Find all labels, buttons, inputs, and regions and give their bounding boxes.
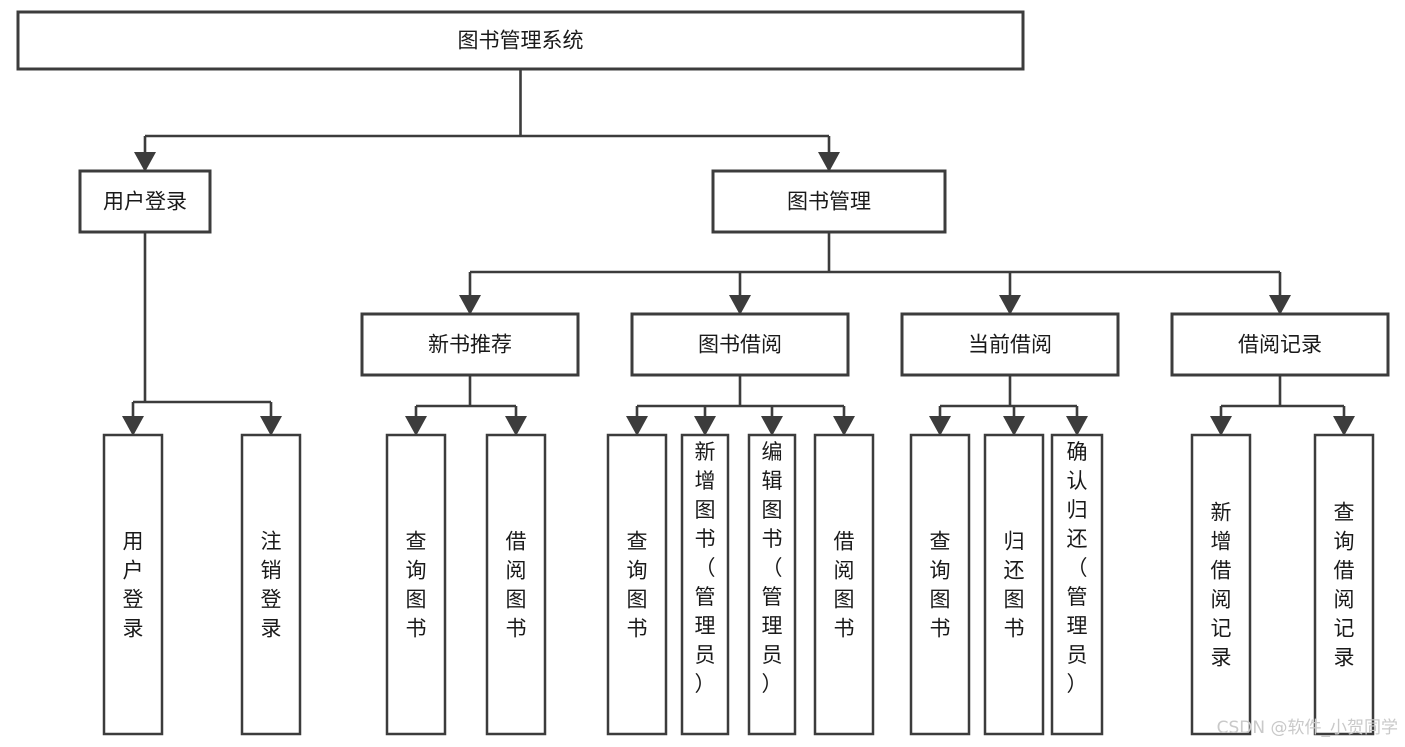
arrow-head-leaf-add-book-admin <box>694 416 716 436</box>
node-current-borrow[interactable]: 当前借阅 <box>900 312 1120 377</box>
csdn-watermark: CSDN @软件_小贺同学 <box>1217 718 1398 738</box>
node-box-leaf-borrow-book-1 <box>485 433 547 736</box>
node-label-book-borrow: 图书借阅 <box>698 333 782 357</box>
arrow-head-leaf-confirm-return-admin <box>1066 416 1088 436</box>
node-box-borrow-record <box>1170 312 1390 377</box>
node-book-manage[interactable]: 图书管理 <box>711 169 947 234</box>
arrow-head-book-manage <box>818 152 840 172</box>
node-label-leaf-query-borrow-record: 查询借阅记录 <box>1334 501 1355 670</box>
node-leaf-return-book[interactable]: 归还图书 <box>983 433 1045 736</box>
node-box-leaf-borrow-book-2 <box>813 433 875 736</box>
node-label-leaf-return-book: 归还图书 <box>1004 530 1025 641</box>
node-box-book-manage <box>711 169 947 234</box>
node-label-leaf-add-book-admin: 新增图书（管理员） <box>695 440 716 696</box>
node-label-user-login: 用户登录 <box>103 190 187 214</box>
node-box-leaf-query-book-1 <box>385 433 447 736</box>
node-box-leaf-query-book-3 <box>909 433 971 736</box>
node-box-user-login <box>78 169 212 234</box>
node-box-leaf-add-borrow-record <box>1190 433 1252 736</box>
arrow-head-leaf-query-book-2 <box>626 416 648 436</box>
node-layer: 图书管理系统用户登录图书管理新书推荐图书借阅当前借阅借阅记录用户登录注销登录查询… <box>16 10 1390 736</box>
node-borrow-record[interactable]: 借阅记录 <box>1170 312 1390 377</box>
node-label-root: 图书管理系统 <box>458 29 584 53</box>
arrow-head-current-borrow <box>999 295 1021 315</box>
connector-layer <box>122 69 1355 436</box>
node-leaf-user-login[interactable]: 用户登录 <box>102 433 164 736</box>
node-root[interactable]: 图书管理系统 <box>16 10 1025 71</box>
node-label-leaf-borrow-book-2: 借阅图书 <box>834 530 855 641</box>
node-box-leaf-return-book <box>983 433 1045 736</box>
node-label-leaf-confirm-return-admin: 确认归还（管理员） <box>1067 440 1088 696</box>
arrow-head-leaf-query-borrow-record <box>1333 416 1355 436</box>
node-label-leaf-query-book-1: 查询图书 <box>406 530 427 641</box>
node-box-leaf-query-book-2 <box>606 433 668 736</box>
node-label-book-manage: 图书管理 <box>787 190 871 214</box>
node-leaf-confirm-return-admin[interactable]: 确认归还（管理员） <box>1050 433 1104 736</box>
node-box-leaf-logout <box>240 433 302 736</box>
arrow-head-leaf-borrow-book-2 <box>833 416 855 436</box>
node-label-leaf-query-book-3: 查询图书 <box>930 530 951 641</box>
node-label-leaf-edit-book-admin: 编辑图书（管理员） <box>762 440 783 696</box>
node-user-login[interactable]: 用户登录 <box>78 169 212 234</box>
node-box-new-book-recommend <box>360 312 580 377</box>
node-box-leaf-confirm-return-admin <box>1050 433 1104 736</box>
node-label-leaf-add-borrow-record: 新增借阅记录 <box>1211 501 1232 670</box>
node-box-book-borrow <box>630 312 850 377</box>
node-label-leaf-logout: 注销登录 <box>261 530 282 641</box>
node-label-borrow-record: 借阅记录 <box>1238 333 1322 357</box>
node-label-current-borrow: 当前借阅 <box>968 333 1052 357</box>
node-leaf-borrow-book-1[interactable]: 借阅图书 <box>485 433 547 736</box>
arrow-head-new-book-recommend <box>459 295 481 315</box>
node-leaf-query-book-1[interactable]: 查询图书 <box>385 433 447 736</box>
arrow-head-leaf-logout <box>260 416 282 436</box>
node-box-current-borrow <box>900 312 1120 377</box>
node-box-leaf-add-book-admin <box>680 433 730 736</box>
arrow-head-leaf-edit-book-admin <box>761 416 783 436</box>
node-leaf-query-borrow-record[interactable]: 查询借阅记录 <box>1313 433 1375 736</box>
node-label-leaf-query-book-2: 查询图书 <box>627 530 648 641</box>
arrow-head-book-borrow <box>729 295 751 315</box>
node-new-book-recommend[interactable]: 新书推荐 <box>360 312 580 377</box>
node-label-leaf-user-login: 用户登录 <box>123 530 144 641</box>
node-box-leaf-query-borrow-record <box>1313 433 1375 736</box>
arrow-head-leaf-user-login <box>122 416 144 436</box>
node-label-leaf-borrow-book-1: 借阅图书 <box>506 530 527 641</box>
arrow-head-leaf-borrow-book-1 <box>505 416 527 436</box>
node-box-leaf-edit-book-admin <box>747 433 797 736</box>
node-leaf-borrow-book-2[interactable]: 借阅图书 <box>813 433 875 736</box>
node-leaf-logout[interactable]: 注销登录 <box>240 433 302 736</box>
node-leaf-edit-book-admin[interactable]: 编辑图书（管理员） <box>747 433 797 736</box>
arrow-head-user-login <box>134 152 156 172</box>
arrow-head-leaf-add-borrow-record <box>1210 416 1232 436</box>
node-box-root <box>16 10 1025 71</box>
arrow-head-leaf-return-book <box>1003 416 1025 436</box>
arrow-head-leaf-query-book-1 <box>405 416 427 436</box>
node-label-new-book-recommend: 新书推荐 <box>428 333 512 357</box>
arrow-head-leaf-query-book-3 <box>929 416 951 436</box>
node-book-borrow[interactable]: 图书借阅 <box>630 312 850 377</box>
node-leaf-query-book-3[interactable]: 查询图书 <box>909 433 971 736</box>
node-leaf-add-book-admin[interactable]: 新增图书（管理员） <box>680 433 730 736</box>
node-box-leaf-user-login <box>102 433 164 736</box>
node-leaf-add-borrow-record[interactable]: 新增借阅记录 <box>1190 433 1252 736</box>
node-leaf-query-book-2[interactable]: 查询图书 <box>606 433 668 736</box>
arrow-head-borrow-record <box>1269 295 1291 315</box>
